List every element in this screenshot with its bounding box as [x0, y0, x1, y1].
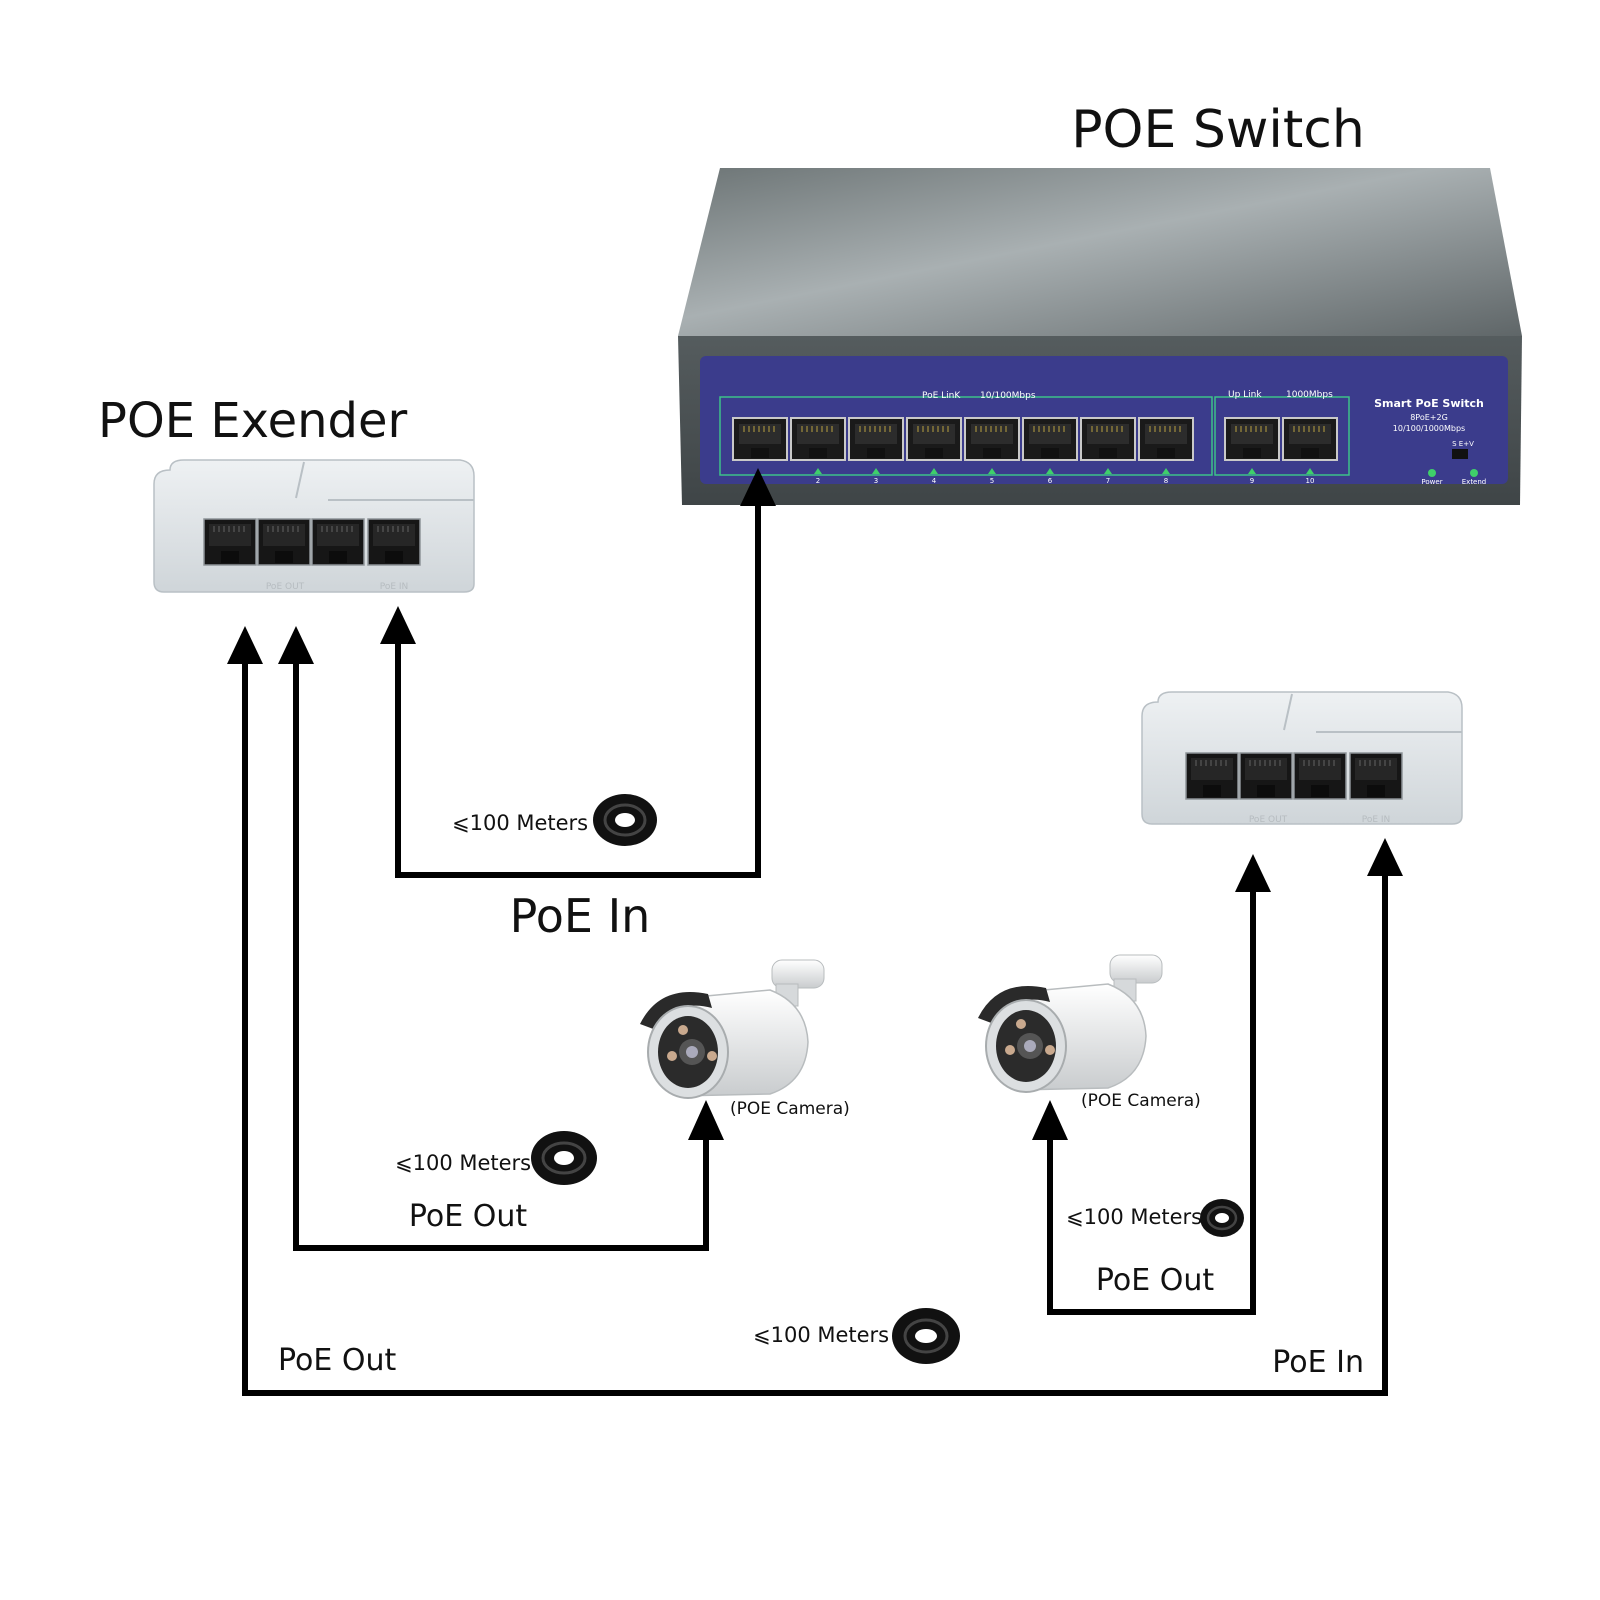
arrow-up-icon [227, 626, 263, 664]
switch-port-1 [732, 417, 788, 461]
camera-2-label: (POE Camera) [1081, 1091, 1201, 1111]
switch-model: 8PoE+2G [1410, 413, 1448, 422]
extender-title: POE Exender [98, 393, 408, 449]
port-number: 10 [1306, 477, 1315, 485]
switch-port-8 [1138, 417, 1194, 461]
switch-port-7 [1080, 417, 1136, 461]
line-poe-out-cam1 [293, 650, 709, 1251]
switch-mode-mark: S E+V [1452, 440, 1474, 448]
cable-coil-icon [531, 1131, 597, 1185]
arrow-up-icon [1367, 838, 1403, 876]
extender-left-port-3 [311, 518, 365, 566]
extender-left-port-4 [367, 518, 421, 566]
port-number: 7 [1106, 477, 1110, 485]
arrow-up-icon [688, 1100, 724, 1140]
arrow-up-icon [278, 626, 314, 664]
extender-right-port-3 [1293, 752, 1347, 800]
poe-extender-left: PoE OUT PoE IN [153, 459, 475, 593]
switch-group2-label: Up Link [1228, 390, 1262, 400]
connection-lines [242, 500, 1388, 1396]
port-number: 8 [1164, 477, 1168, 485]
arrow-up-icon [380, 606, 416, 644]
line-poe-in-main [395, 500, 761, 878]
distance-label-2: ⩽100 Meters [395, 1151, 531, 1175]
switch-port-9 [1224, 417, 1280, 461]
switch-brand: Smart PoE Switch [1374, 397, 1484, 410]
switch-top-surface [678, 168, 1522, 336]
label-poe-out-cam1: PoE Out [409, 1199, 527, 1234]
extend-label: Extend [1462, 478, 1487, 486]
distance-label-3: ⩽100 Meters [1066, 1205, 1202, 1229]
extender-right-out-label: PoE OUT [1249, 815, 1288, 825]
power-label: Power [1421, 478, 1442, 486]
extender-left-port-1 [203, 518, 257, 566]
power-led [1428, 469, 1436, 477]
poe-switch: PoE LinK 10/100Mbps Up Link 1000Mbps Sma… [678, 168, 1522, 505]
switch-port-6 [1022, 417, 1078, 461]
line-poe-out-cam2 [1047, 880, 1256, 1315]
switch-port-leds [814, 468, 1314, 474]
switch-port-10 [1282, 417, 1338, 461]
switch-port-5 [964, 417, 1020, 461]
extender-left-in-label: PoE IN [380, 582, 409, 592]
label-poe-out-cam2: PoE Out [1096, 1263, 1214, 1298]
camera-1 [640, 959, 825, 1099]
switch-title: POE Switch [1071, 100, 1365, 160]
switch-port-2 [790, 417, 846, 461]
label-poe-out-bottom: PoE Out [278, 1343, 396, 1378]
arrow-up-icon [1235, 854, 1271, 892]
port-number: 5 [990, 477, 994, 485]
extender-right-port-1 [1185, 752, 1239, 800]
port-number: 2 [816, 477, 820, 485]
switch-port-4 [906, 417, 962, 461]
label-poe-in-right: PoE In [1272, 1345, 1364, 1380]
cable-coil-icon [892, 1308, 960, 1364]
cable-coil-icon [1200, 1199, 1244, 1237]
distance-label-1: ⩽100 Meters [452, 811, 588, 835]
distance-label-4: ⩽100 Meters [753, 1323, 889, 1347]
poe-extender-right: PoE OUT PoE IN [1141, 691, 1463, 825]
dip-switch [1452, 449, 1468, 459]
extender-right-port-2 [1239, 752, 1293, 800]
extender-left-port-2 [257, 518, 311, 566]
extender-right-in-label: PoE IN [1362, 815, 1391, 825]
switch-port-3 [848, 417, 904, 461]
label-poe-in-main: PoE In [510, 889, 651, 943]
switch-group1-speed: 10/100Mbps [980, 391, 1036, 401]
port-number: 9 [1250, 477, 1254, 485]
line-poe-out-bottom [242, 650, 1388, 1396]
arrow-up-icon [740, 468, 776, 506]
arrow-up-icon [1032, 1100, 1068, 1140]
switch-group1-label: PoE LinK [922, 391, 961, 401]
switch-speed: 10/100/1000Mbps [1393, 424, 1465, 433]
extender-right-port-4 [1349, 752, 1403, 800]
switch-ports [732, 417, 1338, 461]
port-number: 3 [874, 477, 878, 485]
port-number: 6 [1048, 477, 1053, 485]
camera-1-label: (POE Camera) [730, 1099, 850, 1119]
port-number: 4 [932, 477, 937, 485]
extend-led [1470, 469, 1478, 477]
switch-group2-speed: 1000Mbps [1286, 390, 1333, 400]
extender-left-out-label: PoE OUT [266, 582, 305, 592]
cable-coil-icon [593, 794, 657, 846]
camera-2 [978, 954, 1163, 1093]
arrowheads [227, 468, 1403, 1140]
switch-port-numbers: 2 3 4 5 6 7 8 9 10 [816, 477, 1315, 485]
